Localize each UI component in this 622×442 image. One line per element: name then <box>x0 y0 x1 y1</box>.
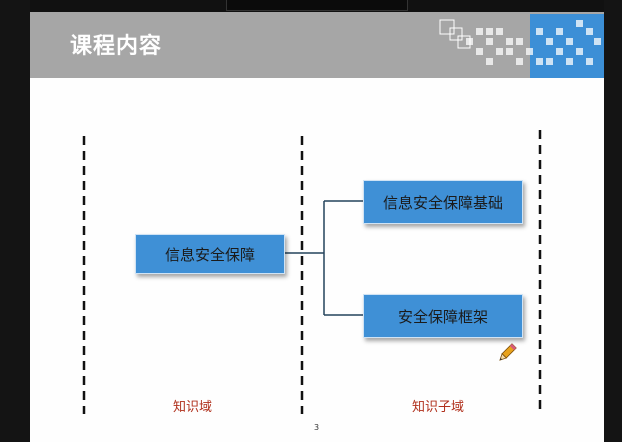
knowledge-domain-label: 知识域 <box>173 400 213 415</box>
top-window-edge <box>226 0 408 11</box>
header-pattern-decoration <box>439 19 601 65</box>
subtopic-box-1: 信息安全保障基础 <box>363 180 523 224</box>
diagram-lines <box>82 130 542 414</box>
right-gutter <box>604 0 622 442</box>
left-gutter <box>0 0 30 442</box>
slide-header: 课程内容 <box>30 12 604 78</box>
pencil-icon[interactable] <box>496 342 518 364</box>
main-topic-box: 信息安全保障 <box>135 234 285 274</box>
subtopic-box-2: 安全保障框架 <box>363 294 523 338</box>
slide-title: 课程内容 <box>70 34 163 59</box>
page-number: 3 <box>314 423 320 432</box>
slide: 课程内容 <box>30 12 604 442</box>
knowledge-subdomain-label: 知识子域 <box>412 400 465 415</box>
header-accent-block <box>530 14 604 78</box>
